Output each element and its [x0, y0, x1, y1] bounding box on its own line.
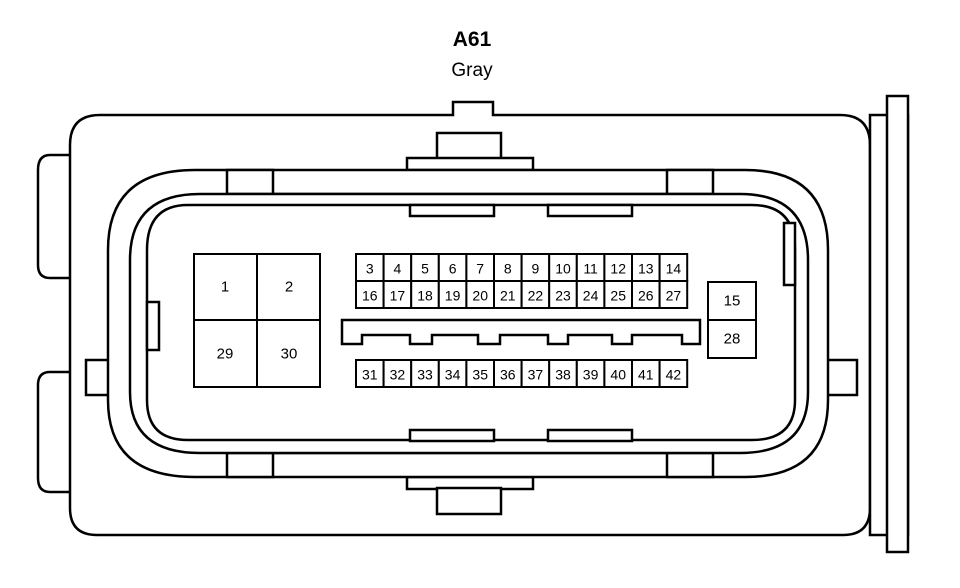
right-inner-tab [782, 221, 797, 287]
pin-label-12: 12 [610, 261, 626, 277]
pin-label-39: 39 [583, 367, 599, 383]
pin-label-26: 26 [638, 288, 654, 304]
pin-cell-20 [465, 280, 495, 309]
pin-label-33: 33 [417, 367, 433, 383]
pin-label-17: 17 [390, 288, 406, 304]
pin-cell-35 [465, 359, 495, 388]
shroud-ear-left [84, 358, 108, 397]
side-pin-block [707, 281, 757, 359]
pin-cell-14 [658, 253, 689, 282]
pin-cell-38 [548, 359, 578, 388]
left-latch-top [36, 153, 70, 280]
pin-cell-3 [355, 253, 385, 282]
pin-cell-4 [382, 253, 413, 282]
pin-label-11: 11 [583, 261, 598, 277]
pin-label-28: 28 [724, 331, 741, 348]
pin-cell-39 [575, 359, 606, 388]
pin-label-41: 41 [638, 367, 654, 383]
pin-label-23: 23 [555, 288, 571, 304]
pin-label-22: 22 [528, 288, 544, 304]
pin-label-19: 19 [445, 288, 461, 304]
pin-cell-13 [631, 253, 661, 282]
pin-label-1: 1 [221, 279, 229, 296]
pin-label-6: 6 [449, 261, 457, 277]
pin-label-5: 5 [421, 261, 429, 277]
pin-label-7: 7 [476, 261, 484, 277]
inner-slot-tr [546, 203, 634, 218]
pin-label-4: 4 [394, 261, 402, 277]
inner-slot-tl [408, 203, 496, 218]
top-key-base [405, 156, 535, 172]
pin-cell-24 [575, 280, 606, 309]
shroud-notch-br [665, 451, 715, 479]
center-divider [340, 318, 702, 346]
pin-label-27: 27 [666, 288, 682, 304]
large-pin-block [193, 253, 321, 388]
right-rail-tab [885, 94, 910, 554]
bottom-key [435, 486, 503, 516]
shroud-notch-tr [665, 168, 715, 196]
pin-label-29: 29 [217, 346, 234, 363]
connector-id: A61 [452, 28, 492, 51]
pin-cell-21 [493, 280, 523, 309]
pin-label-2: 2 [285, 279, 293, 296]
pin-cell-19 [437, 280, 468, 309]
top-key [435, 131, 503, 161]
pin-label-25: 25 [610, 288, 626, 304]
shroud-notch-tl [225, 168, 275, 196]
shroud-ear-right [828, 358, 859, 397]
pin-label-8: 8 [504, 261, 512, 277]
pin-label-18: 18 [417, 288, 433, 304]
pin-cell-27 [658, 280, 689, 309]
pin-label-34: 34 [445, 367, 461, 383]
inner-slot-br [546, 428, 634, 443]
pin-cell-31 [355, 359, 385, 388]
pin-label-36: 36 [500, 367, 516, 383]
pin-cell-41 [631, 359, 661, 388]
pin-label-42: 42 [666, 367, 682, 383]
connector-color: Gray [451, 60, 493, 81]
pin-label-40: 40 [610, 367, 626, 383]
pin-label-31: 31 [362, 367, 378, 383]
pin-label-38: 38 [555, 367, 571, 383]
shroud-notch-bl [225, 451, 275, 479]
pin-label-14: 14 [666, 261, 682, 277]
pin-cell-42 [658, 359, 689, 388]
left-inner-tab [145, 300, 161, 352]
pin-label-3: 3 [366, 261, 374, 277]
pin-label-13: 13 [638, 261, 654, 277]
pin-label-30: 30 [281, 346, 298, 363]
pin-label-9: 9 [532, 261, 540, 277]
pin-label-24: 24 [583, 288, 599, 304]
pin-cell-37 [520, 359, 551, 388]
pin-label-21: 21 [500, 288, 516, 304]
pin-cell-10 [548, 253, 578, 282]
pin-label-20: 20 [472, 288, 488, 304]
pin-label-35: 35 [472, 367, 488, 383]
pin-label-16: 16 [362, 288, 378, 304]
pin-cell-33 [410, 359, 440, 388]
pin-label-32: 32 [390, 367, 406, 383]
pin-label-37: 37 [528, 367, 544, 383]
pin-cell-17 [382, 280, 413, 309]
pin-label-15: 15 [724, 293, 741, 310]
left-latch-bottom [36, 370, 70, 494]
pin-label-10: 10 [555, 261, 571, 277]
inner-slot-bl [408, 428, 496, 443]
pin-cell-16 [355, 280, 385, 309]
pin-cell-22 [520, 280, 551, 309]
